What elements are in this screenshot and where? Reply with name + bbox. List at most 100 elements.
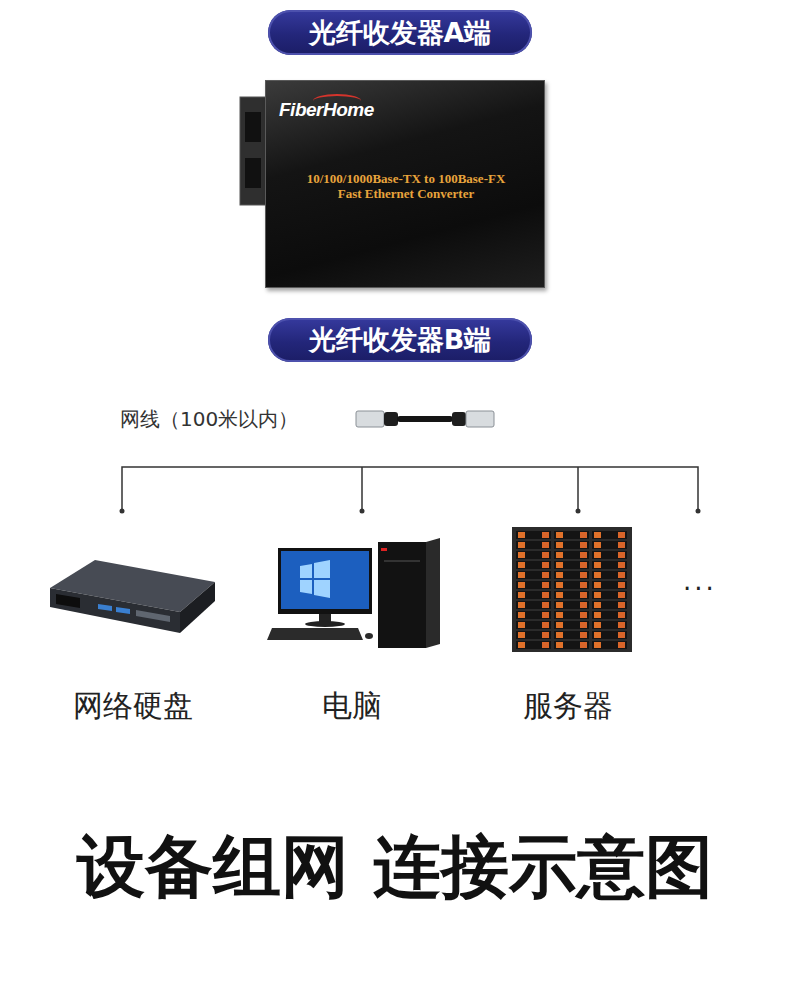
unit-handle — [542, 602, 549, 608]
unit-handle — [594, 542, 601, 548]
pc-tower-side — [426, 538, 440, 648]
converter-box: FiberHome10/100/1000Base-TX to 100Base-F… — [265, 80, 545, 288]
unit-handle — [556, 552, 563, 558]
rack-unit — [516, 541, 551, 549]
rack-unit — [592, 621, 627, 629]
rack-unit — [554, 611, 589, 619]
unit-handle — [542, 592, 549, 598]
unit-handle — [556, 582, 563, 588]
unit-handle — [618, 632, 625, 638]
unit-handle — [542, 632, 549, 638]
unit-handle — [594, 642, 601, 648]
unit-handle — [618, 642, 625, 648]
endpoint-pill: 光纤收发器B端 — [268, 318, 532, 362]
rack-unit — [554, 601, 589, 609]
rack-unit — [592, 571, 627, 579]
unit-handle — [556, 542, 563, 548]
unit-handle — [580, 622, 587, 628]
unit-handle — [618, 592, 625, 598]
unit-handle — [518, 642, 525, 648]
unit-handle — [580, 632, 587, 638]
rack-unit — [516, 531, 551, 539]
unit-handle — [556, 642, 563, 648]
nvr-side — [180, 582, 215, 633]
unit-handle — [556, 562, 563, 568]
port-slot — [245, 158, 261, 188]
unit-handle — [594, 562, 601, 568]
unit-handle — [556, 572, 563, 578]
monitor-base — [305, 621, 345, 627]
pc-tower-front — [378, 542, 426, 648]
brand-logo: FiberHome — [279, 99, 374, 121]
nvr-button — [116, 607, 130, 614]
mouse — [365, 633, 373, 639]
rj45-plug — [356, 411, 384, 427]
device-label: 电脑 — [252, 686, 452, 727]
windows-logo — [300, 564, 312, 578]
unit-handle — [594, 582, 601, 588]
unit-handle — [542, 572, 549, 578]
unit-handle — [518, 592, 525, 598]
unit-handle — [542, 642, 549, 648]
unit-handle — [556, 592, 563, 598]
bracket-line — [122, 467, 698, 510]
cable-boot — [452, 412, 466, 426]
rack-unit — [592, 601, 627, 609]
unit-handle — [542, 562, 549, 568]
pc-bay — [384, 560, 420, 562]
unit-handle — [518, 562, 525, 568]
unit-handle — [594, 622, 601, 628]
unit-handle — [618, 532, 625, 538]
unit-handle — [618, 612, 625, 618]
windows-logo — [314, 580, 330, 598]
rack-unit — [516, 571, 551, 579]
rack-unit — [592, 561, 627, 569]
rack-unit — [592, 631, 627, 639]
rack-unit — [592, 531, 627, 539]
unit-handle — [580, 612, 587, 618]
bracket-dot — [360, 509, 365, 514]
unit-handle — [556, 602, 563, 608]
unit-handle — [580, 562, 587, 568]
unit-handle — [542, 582, 549, 588]
unit-handle — [518, 602, 525, 608]
unit-handle — [580, 572, 587, 578]
unit-handle — [580, 552, 587, 558]
rack-unit — [516, 631, 551, 639]
bracket-dot — [696, 509, 701, 514]
rack-unit — [554, 561, 589, 569]
port-slot — [245, 112, 261, 142]
pill-text: 光纤收发器B端 — [309, 322, 492, 358]
rack-unit — [516, 591, 551, 599]
rj45-plug — [466, 411, 494, 427]
rack-unit — [592, 581, 627, 589]
pc-logo — [381, 548, 387, 551]
unit-handle — [542, 612, 549, 618]
windows-logo — [314, 560, 330, 578]
unit-handle — [518, 582, 525, 588]
unit-handle — [594, 532, 601, 538]
bracket-dot — [576, 509, 581, 514]
rack-unit — [516, 551, 551, 559]
nvr-keys — [136, 610, 170, 622]
unit-handle — [556, 632, 563, 638]
rack-unit — [516, 611, 551, 619]
unit-handle — [618, 552, 625, 558]
unit-handle — [580, 592, 587, 598]
monitor-frame — [278, 548, 372, 614]
more-marker: ... — [672, 566, 728, 596]
unit-handle — [542, 542, 549, 548]
unit-handle — [594, 592, 601, 598]
unit-handle — [518, 532, 525, 538]
cable-boot — [384, 412, 398, 426]
rack-unit — [554, 631, 589, 639]
rack-unit — [554, 541, 589, 549]
cable-wire — [397, 416, 453, 422]
rack-unit — [554, 641, 589, 649]
unit-handle — [594, 572, 601, 578]
unit-handle — [618, 562, 625, 568]
unit-handle — [556, 622, 563, 628]
unit-handle — [518, 612, 525, 618]
rack-unit — [592, 641, 627, 649]
